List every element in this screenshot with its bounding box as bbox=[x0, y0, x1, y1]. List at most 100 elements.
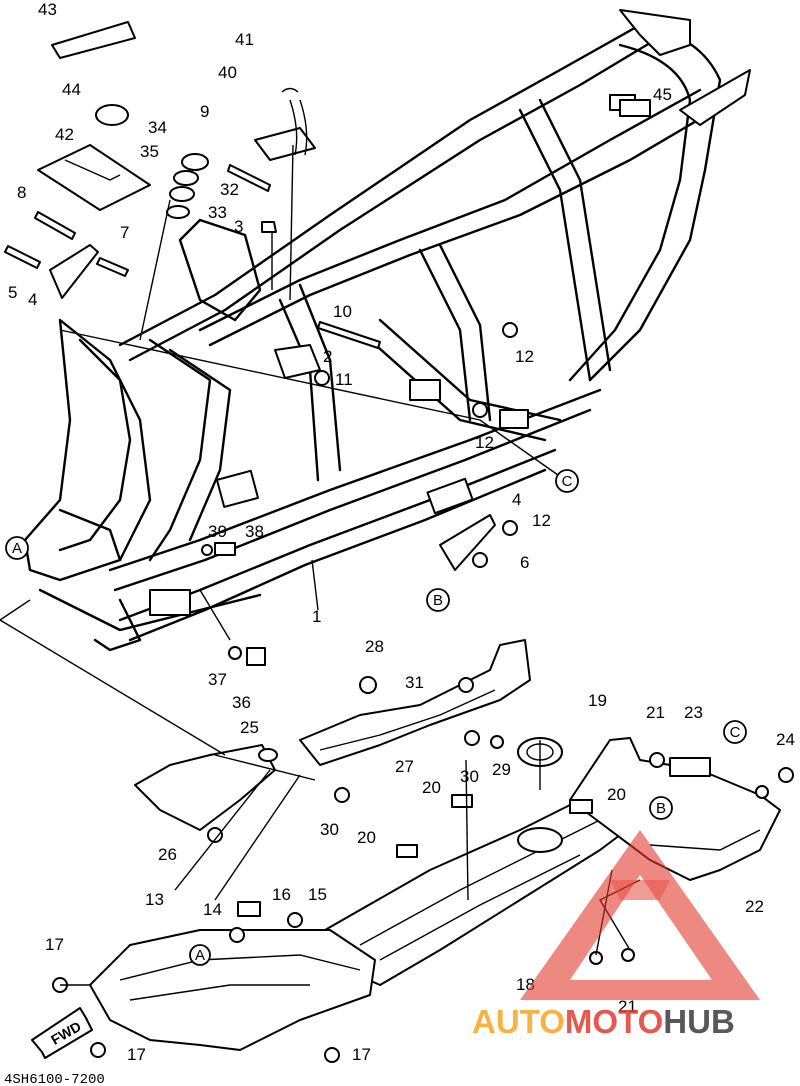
callout-26: 26 bbox=[158, 845, 177, 864]
callout-20b: 20 bbox=[607, 785, 626, 804]
callout-27: 27 bbox=[395, 757, 414, 776]
nut-12a bbox=[502, 322, 518, 338]
bolt-21a bbox=[649, 752, 665, 768]
bolt-29 bbox=[490, 735, 504, 749]
bolt-30b bbox=[334, 787, 350, 803]
callout-14: 14 bbox=[203, 900, 222, 919]
front-guard-13 bbox=[89, 929, 376, 1051]
callout-38: 38 bbox=[245, 522, 264, 541]
ref-marker-b: B bbox=[649, 796, 673, 820]
bolt-21c bbox=[621, 948, 635, 962]
callout-24: 24 bbox=[776, 730, 795, 749]
main-frame bbox=[23, 9, 751, 652]
nut-3 bbox=[261, 221, 277, 233]
nut-6 bbox=[472, 552, 488, 568]
callout-42: 42 bbox=[55, 125, 74, 144]
bolt-8 bbox=[34, 211, 76, 240]
diagram-code: 4SH6100-7200 bbox=[4, 1072, 105, 1086]
callout-20a: 20 bbox=[422, 778, 441, 797]
callout-34: 34 bbox=[148, 118, 167, 137]
callout-23: 23 bbox=[684, 703, 703, 722]
callout-41: 41 bbox=[235, 30, 254, 49]
callout-22: 22 bbox=[745, 897, 764, 916]
svg-text:A: A bbox=[12, 540, 22, 557]
bracket-4a bbox=[49, 244, 99, 299]
grommet-34 bbox=[181, 153, 209, 171]
ref-marker-c: C bbox=[555, 469, 579, 493]
callout-44: 44 bbox=[62, 80, 81, 99]
ref-marker-a: A bbox=[5, 536, 29, 560]
small-parts-group bbox=[4, 21, 651, 666]
bolt-30a bbox=[464, 730, 480, 746]
watermark: AUTOMOTOHUB bbox=[472, 830, 760, 1040]
pad-23 bbox=[669, 757, 711, 777]
callout-20c: 20 bbox=[357, 828, 376, 847]
guard-22 bbox=[569, 737, 781, 881]
bolt-17c bbox=[324, 1047, 340, 1063]
svg-text:B: B bbox=[433, 592, 443, 609]
plate-2 bbox=[274, 344, 321, 379]
nut-12c bbox=[502, 520, 518, 536]
pad-16 bbox=[237, 901, 261, 917]
svg-text:B: B bbox=[656, 800, 666, 817]
bolt-26 bbox=[207, 827, 223, 843]
callout-40: 40 bbox=[218, 63, 237, 82]
svg-text:C: C bbox=[562, 473, 573, 490]
callout-6: 6 bbox=[520, 553, 529, 572]
bolt-5 bbox=[4, 245, 41, 269]
callout-15: 15 bbox=[308, 885, 327, 904]
bracket-4b bbox=[439, 514, 496, 571]
lower-assembly bbox=[52, 639, 794, 1063]
callout-2: 2 bbox=[323, 347, 332, 366]
callout-29: 29 bbox=[492, 760, 511, 779]
callout-10: 10 bbox=[333, 302, 352, 321]
callout-1: 1 bbox=[312, 607, 321, 626]
grommet-35 bbox=[173, 170, 199, 186]
callout-25: 25 bbox=[240, 718, 259, 737]
bolt-28 bbox=[359, 676, 377, 694]
nut-12b bbox=[472, 402, 488, 418]
bolt-10 bbox=[317, 321, 381, 349]
bolt-36 bbox=[246, 647, 266, 666]
callout-37: 37 bbox=[208, 670, 227, 689]
ref-marker-b: B bbox=[426, 588, 450, 612]
callout-33: 33 bbox=[208, 203, 227, 222]
nut-11 bbox=[314, 370, 330, 386]
callout-39: 39 bbox=[208, 522, 227, 541]
svg-text:C: C bbox=[730, 724, 741, 741]
callout-21a: 21 bbox=[646, 703, 665, 722]
callout-16: 16 bbox=[272, 885, 291, 904]
callout-30a: 30 bbox=[460, 767, 479, 786]
callout-43: 43 bbox=[38, 0, 57, 19]
pad-20a bbox=[451, 794, 473, 808]
callout-17c: 17 bbox=[352, 1045, 371, 1064]
washer-39 bbox=[201, 544, 213, 556]
callout-12b: 12 bbox=[475, 433, 494, 452]
watermark-triangle-logo bbox=[520, 830, 760, 1000]
washer-33 bbox=[166, 205, 190, 219]
tag-45 bbox=[619, 99, 651, 117]
callout-4b: 4 bbox=[512, 490, 521, 509]
callout-19: 19 bbox=[588, 691, 607, 710]
label-43 bbox=[51, 21, 136, 59]
callout-7: 7 bbox=[120, 223, 129, 242]
callout-35: 35 bbox=[140, 142, 159, 161]
callout-36: 36 bbox=[232, 693, 251, 712]
washer-37 bbox=[228, 646, 242, 660]
reference-markers: A A B B C C bbox=[5, 469, 747, 966]
callout-4a: 4 bbox=[28, 290, 37, 309]
bolt-38 bbox=[214, 542, 236, 556]
bolt-24 bbox=[778, 767, 794, 783]
leader-lines bbox=[0, 144, 641, 986]
callout-9: 9 bbox=[200, 102, 209, 121]
callout-30b: 30 bbox=[320, 820, 339, 839]
nut-15 bbox=[287, 912, 303, 928]
callout-21b: 21 bbox=[618, 997, 637, 1016]
watermark-text: AUTOMOTOHUB bbox=[472, 1003, 735, 1040]
callout-28: 28 bbox=[365, 637, 384, 656]
callout-12a: 12 bbox=[515, 347, 534, 366]
svg-text:A: A bbox=[195, 947, 205, 964]
bolt-9 bbox=[227, 164, 271, 192]
callout-17b: 17 bbox=[127, 1045, 146, 1064]
callout-17a: 17 bbox=[45, 935, 64, 954]
